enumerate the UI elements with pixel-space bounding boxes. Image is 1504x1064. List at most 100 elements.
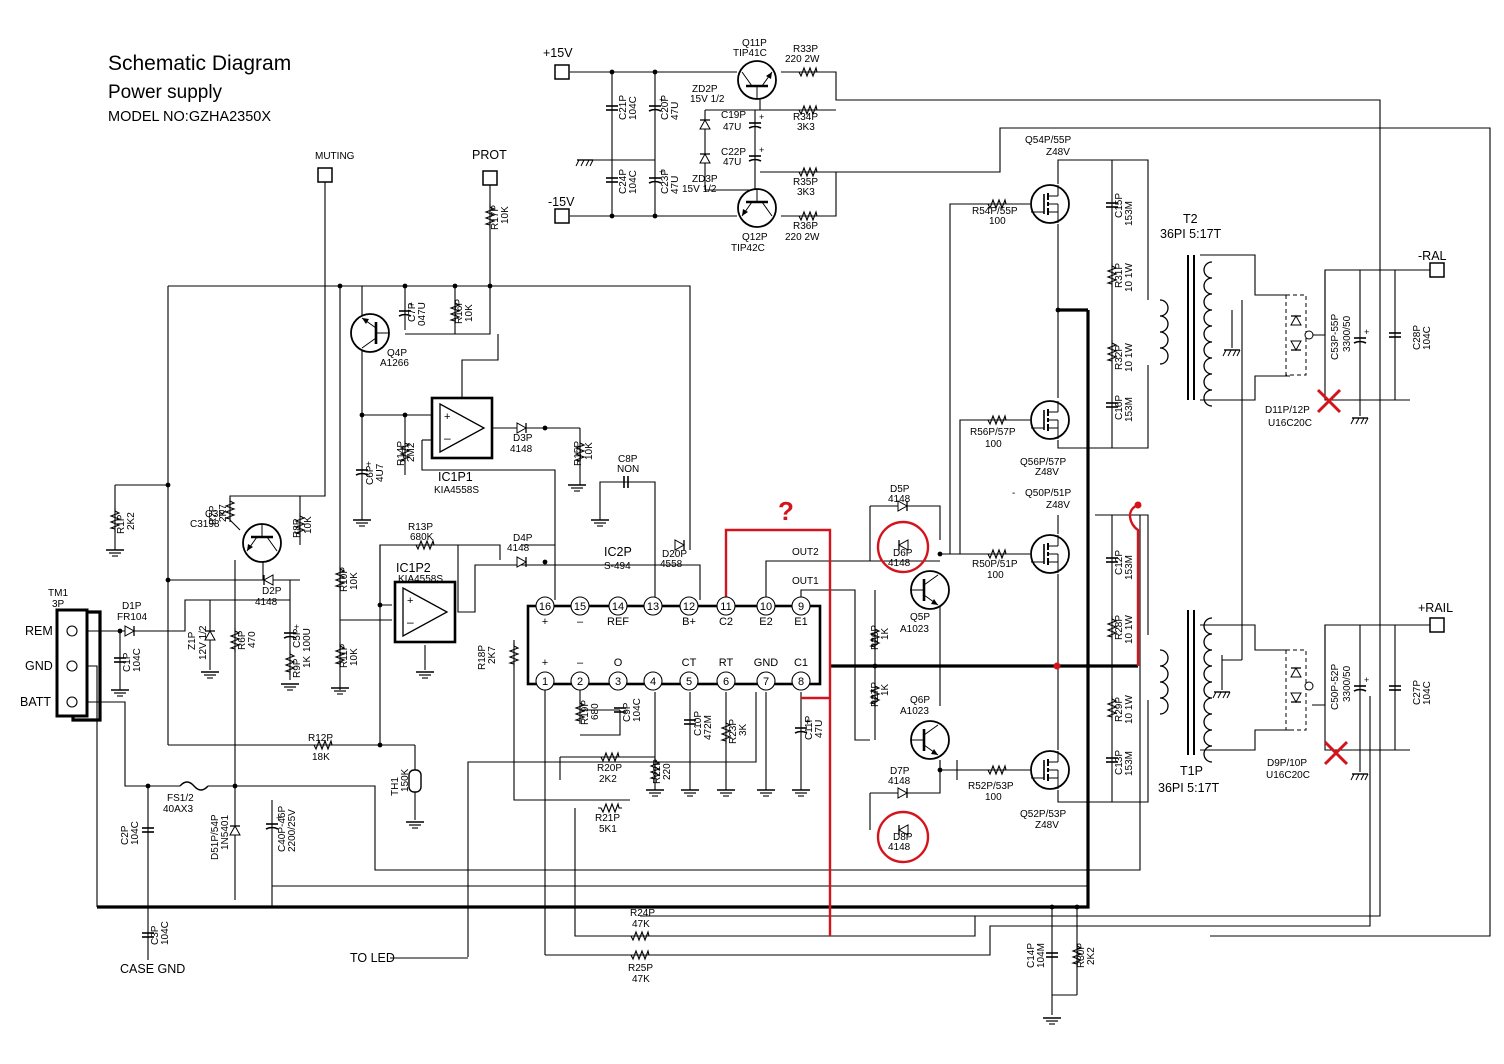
svg-text:3K3: 3K3 (797, 122, 815, 133)
svg-text:R30P: R30P (1076, 943, 1087, 968)
svg-text:10K: 10K (500, 206, 511, 224)
svg-text:C40P-46P: C40P-46P (277, 806, 288, 852)
ic2p-top-pin-number: 10 (760, 601, 772, 613)
svg-text:C14P: C14P (1026, 943, 1037, 968)
ic2p-bottom-pin-label: O (614, 657, 623, 669)
svg-text:Q5P: Q5P (910, 612, 930, 623)
svg-text:Q56P/57P: Q56P/57P (1020, 457, 1066, 468)
port-muting-label: MUTING (315, 151, 355, 162)
svg-text:C15P: C15P (1114, 193, 1125, 218)
port-p15v-label: +15V (543, 46, 573, 60)
svg-text:Z1P: Z1P (187, 631, 198, 650)
svg-text:C5P: C5P (292, 628, 303, 648)
svg-text:R56P/57P: R56P/57P (970, 427, 1016, 438)
svg-text:15V 1/2: 15V 1/2 (690, 94, 725, 105)
svg-text:R17P: R17P (490, 205, 501, 230)
svg-text:220 2W: 220 2W (785, 232, 820, 243)
svg-text:IC1P2: IC1P2 (396, 561, 431, 575)
svg-text:153M: 153M (1124, 201, 1135, 226)
protection-section: R17P 10K Q4P A1266 C7P 047U R16P 10K IC1… (349, 203, 639, 527)
svg-text:C50P-52P: C50P-52P (1330, 664, 1341, 710)
svg-text:R32P: R32P (1114, 345, 1125, 370)
svg-text:TM1: TM1 (48, 588, 68, 599)
ic2p-top-pin-16 (535, 596, 555, 616)
svg-text:C3P: C3P (150, 925, 161, 945)
ports: +15V -15V MUTING PROT -RAL +RAIL TO LED … (120, 46, 1453, 976)
ic2p-bottom-pin-number: 5 (686, 676, 692, 688)
svg-text:C12P: C12P (1114, 550, 1125, 575)
svg-text:100: 100 (987, 570, 1004, 581)
svg-text:2K2: 2K2 (1086, 947, 1097, 965)
ic2p-top-pin-11 (716, 596, 736, 616)
svg-text:R26P: R26P (870, 625, 881, 650)
svg-text:3300/50: 3300/50 (1342, 315, 1353, 352)
svg-text:2M2: 2M2 (406, 442, 417, 462)
svg-text:100U: 100U (302, 628, 313, 652)
ic2p-top-pin-number: 16 (539, 601, 551, 613)
svg-text:Z48V: Z48V (1035, 467, 1059, 478)
svg-text:D6P: D6P (893, 548, 913, 559)
svg-text:Z48V: Z48V (1046, 500, 1070, 511)
svg-text:R16P: R16P (454, 299, 465, 324)
ic2p-bottom-pin-8 (791, 671, 811, 691)
port-ral-pos (1429, 617, 1445, 633)
svg-text:47K: 47K (632, 974, 650, 985)
port-prot-label: PROT (472, 148, 507, 162)
svg-text:Q11P: Q11P (742, 38, 767, 49)
ic2p-bottom-pin-1 (535, 671, 555, 691)
ic2p-bottom-pin-3 (608, 671, 628, 691)
svg-text:47U: 47U (723, 157, 741, 168)
svg-text:C16P: C16P (1114, 395, 1125, 420)
ic2p-top-pin-number: 13 (647, 601, 659, 613)
question-mark: ? (778, 496, 794, 526)
svg-text:2200/25V: 2200/25V (287, 809, 298, 852)
svg-text:220 2W: 220 2W (785, 54, 820, 65)
svg-text:2K2: 2K2 (126, 512, 137, 530)
svg-text:D3P: D3P (513, 433, 533, 444)
ic2p-top-pin-label: E2 (759, 616, 772, 628)
output-section: D11P/12P U16C20C C53P-55P 3300/50 C28P 1… (1265, 294, 1433, 781)
ic2p-part: S-494 (604, 561, 631, 572)
ic2p-bottom-pin-number: 6 (723, 676, 729, 688)
svg-text:R13P: R13P (408, 522, 433, 533)
ic2p-top-pin-10 (756, 596, 776, 616)
to-led-label: TO LED (350, 951, 395, 965)
svg-text:R21P: R21P (595, 813, 620, 824)
svg-text:D7P: D7P (890, 766, 910, 777)
svg-text:R10P: R10P (339, 567, 350, 592)
transformer-t1: T1P 36PI 5:17T (1158, 610, 1231, 795)
svg-text:Q52P/53P: Q52P/53P (1020, 809, 1066, 820)
svg-text:GND: GND (25, 659, 53, 673)
ic2p-bottom-pin-6 (716, 671, 736, 691)
svg-text:T1P: T1P (1180, 764, 1203, 778)
svg-text:100: 100 (985, 439, 1002, 450)
svg-text:153M: 153M (1124, 555, 1135, 580)
ic2p-name: IC2P (604, 545, 632, 559)
ic2p-top-pin-15 (570, 596, 590, 616)
svg-text:10K: 10K (349, 648, 360, 666)
svg-text:5K1: 5K1 (599, 824, 617, 835)
ic2p-bottom-pin-number: 7 (763, 676, 769, 688)
wiring (88, 71, 1491, 1015)
svg-text:R20P: R20P (597, 763, 622, 774)
svg-text:47K: 47K (632, 919, 650, 930)
svg-text:R31P: R31P (1114, 263, 1125, 288)
svg-text:R24P: R24P (630, 908, 655, 919)
svg-text:TH1: TH1 (390, 777, 401, 796)
svg-text:C10P: C10P (693, 711, 704, 736)
svg-text:C27P: C27P (1412, 680, 1423, 705)
svg-text:IC1P1: IC1P1 (438, 470, 473, 484)
ic2p-top-pin-number: 14 (612, 601, 624, 613)
svg-text:153M: 153M (1124, 751, 1135, 776)
svg-text:1N5401: 1N5401 (220, 815, 231, 850)
svg-text:36PI 5:17T: 36PI 5:17T (1160, 227, 1222, 241)
ic2p-top-pin-12 (679, 596, 699, 616)
svg-text:C13P: C13P (1114, 750, 1125, 775)
svg-text:2K2: 2K2 (599, 774, 617, 785)
svg-text:R34P: R34P (793, 112, 818, 123)
svg-text:R22P: R22P (652, 759, 663, 784)
model-number: MODEL NO:GZHA2350X (108, 109, 272, 125)
svg-text:4148: 4148 (510, 444, 533, 455)
ic2p-periphery: R19P 680 C9P 104C C10P 472M R23P 3K C11P… (120, 698, 1097, 1025)
svg-text:220: 220 (662, 763, 673, 780)
